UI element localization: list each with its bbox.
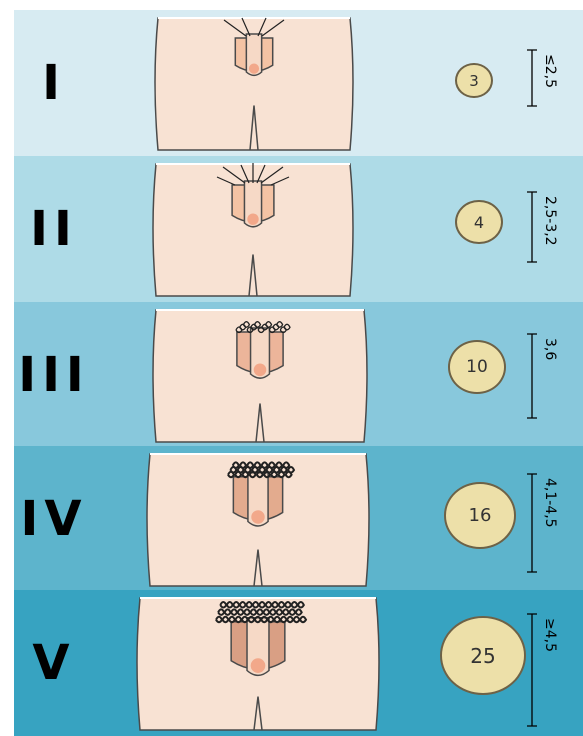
- testicular-volume-bead: 3: [455, 63, 493, 98]
- glans: [247, 214, 258, 225]
- testicular-volume-bead: 10: [448, 340, 506, 394]
- stage-row: I 3 ≤2,5: [14, 10, 583, 156]
- genital-illustration: [140, 446, 376, 592]
- genital-illustration: [148, 10, 360, 156]
- genital-illustration: [146, 156, 360, 302]
- testicular-volume-bead: 25: [440, 616, 526, 695]
- length-bracket: [527, 474, 537, 572]
- stage-numeral: III: [14, 302, 94, 448]
- length-measure: 4,1-4,5: [522, 446, 572, 592]
- glans: [251, 658, 266, 673]
- length-bracket: [527, 334, 537, 418]
- stage-row: III 10 3,6: [14, 302, 583, 448]
- length-label: 3,6: [542, 338, 558, 360]
- genital-illustration: [146, 302, 374, 448]
- length-label: ≥4,5: [542, 618, 558, 652]
- length-label: ≤2,5: [542, 54, 558, 88]
- length-bracket: [527, 192, 537, 262]
- length-bracket: [527, 614, 537, 726]
- glans: [251, 510, 264, 523]
- length-measure: 3,6: [522, 302, 572, 448]
- length-label: 4,1-4,5: [542, 478, 558, 528]
- glans: [254, 364, 267, 377]
- length-measure: 2,5-3,2: [522, 156, 572, 302]
- glans: [249, 64, 259, 74]
- length-label: 2,5-3,2: [542, 196, 558, 246]
- testicular-volume-bead: 4: [455, 200, 503, 244]
- stage-numeral: IV: [14, 446, 94, 592]
- stage-row: II 4 2,5-3,2: [14, 156, 583, 302]
- stage-numeral: II: [14, 156, 94, 302]
- stage-row: V 25 ≥4,5: [14, 590, 583, 736]
- genital-illustration: [130, 590, 386, 736]
- stage-numeral: I: [14, 10, 94, 156]
- stage-row: IV 16 4,1-4,5: [14, 446, 583, 592]
- stage-numeral: V: [14, 590, 94, 736]
- testicular-volume-bead: 16: [444, 482, 516, 549]
- length-measure: ≥4,5: [522, 590, 572, 736]
- length-bracket: [527, 50, 537, 106]
- length-measure: ≤2,5: [522, 10, 572, 156]
